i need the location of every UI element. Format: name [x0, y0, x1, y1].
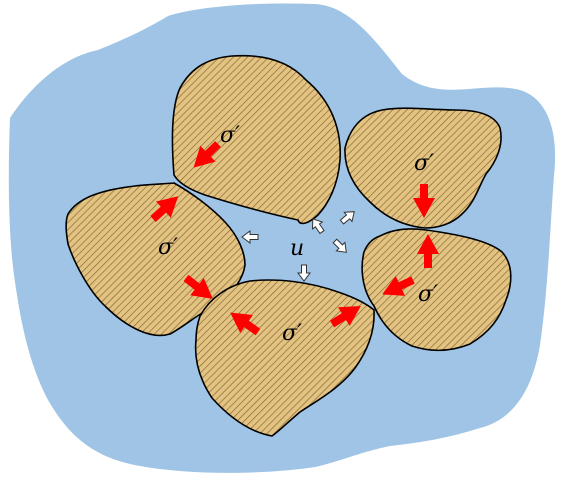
- pore-pressure-arrow: [339, 211, 355, 225]
- contact-force-arrows: [150, 141, 439, 336]
- pore-pressure-arrow: [241, 230, 259, 244]
- contact-force-arrow: [193, 141, 221, 168]
- pore-pressure-arrow: [297, 264, 311, 282]
- pore-pressure-arrows: [241, 211, 355, 282]
- contact-force-arrow: [382, 275, 415, 296]
- contact-force-arrow: [413, 184, 435, 218]
- pore-pressure-arrow: [311, 218, 325, 235]
- soil-grain-top-right: [344, 107, 502, 229]
- contact-force-arrow: [183, 274, 213, 299]
- soil-grain-top-center: [171, 54, 341, 225]
- effective-stress-label: σ′: [220, 123, 240, 148]
- contact-force-arrow: [417, 234, 439, 268]
- effective-stress-label: σ′: [282, 321, 302, 346]
- pore-pressure-arrow: [332, 238, 347, 253]
- effective-stress-label: σ′: [418, 282, 438, 307]
- soil-grain-bottom-right: [361, 228, 512, 352]
- contact-force-arrow: [230, 312, 261, 336]
- effective-stress-label: σ′: [414, 151, 434, 176]
- pore-pressure-label: u: [290, 236, 304, 261]
- effective-stress-label: σ′: [158, 235, 178, 260]
- contact-force-arrow: [329, 305, 361, 328]
- contact-force-arrow: [150, 196, 179, 222]
